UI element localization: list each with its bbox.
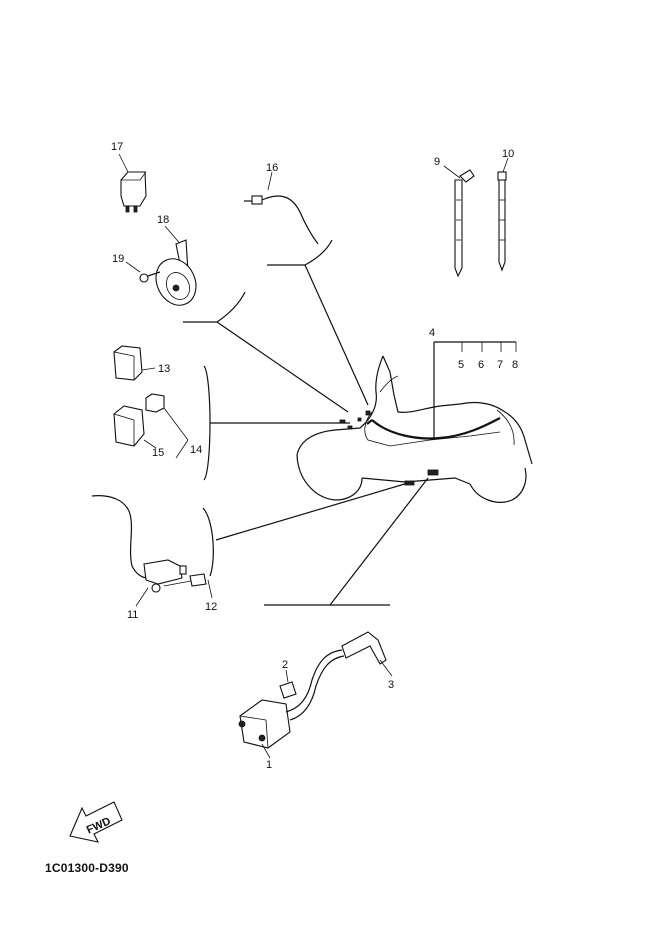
label-17: 17	[111, 141, 123, 153]
label-4: 4	[429, 327, 435, 339]
label-15: 15	[152, 447, 164, 459]
horn-part-18	[155, 225, 197, 306]
label-10: 10	[502, 148, 514, 160]
screw-part-12	[189, 573, 213, 599]
label-7: 7	[497, 359, 503, 371]
label-11: 11	[127, 609, 138, 621]
plug-cap-part-3	[341, 631, 393, 677]
label-6: 6	[478, 359, 484, 371]
scooter-outline	[296, 355, 533, 503]
bolt-part-19	[125, 261, 161, 283]
label-8: 8	[512, 359, 518, 371]
high-tension-lead	[285, 649, 345, 721]
label-5: 5	[458, 359, 464, 371]
ignition-coil-part-1	[238, 699, 291, 759]
bolt-part-2	[279, 669, 297, 699]
wire-lead-part-16	[244, 171, 319, 245]
label-3: 3	[388, 679, 394, 691]
flasher-part-14-15	[113, 393, 189, 459]
cable-tie-part-9	[443, 165, 475, 278]
label-14: 14	[190, 444, 202, 456]
diagram-code: 1C01300-D390	[45, 861, 129, 875]
label-1: 1	[266, 759, 272, 771]
callout-brackets	[183, 239, 517, 606]
label-13: 13	[158, 363, 170, 375]
label-16: 16	[266, 162, 278, 174]
relay-unit-part-13	[113, 345, 156, 381]
relay-part-17	[118, 153, 147, 213]
fwd-arrow-icon: FWD	[69, 801, 123, 843]
wire-harness-routing	[210, 264, 501, 606]
part-number-labels: 17 16 9 10 18 19 4 5 6 7 8 13 14 15 11 1…	[111, 141, 518, 771]
label-2: 2	[282, 659, 288, 671]
label-18: 18	[157, 214, 169, 226]
label-19: 19	[112, 253, 124, 265]
label-9: 9	[434, 156, 440, 168]
label-12: 12	[205, 601, 217, 613]
cable-tie-part-10	[497, 157, 509, 272]
sensor-part-11	[91, 495, 197, 607]
